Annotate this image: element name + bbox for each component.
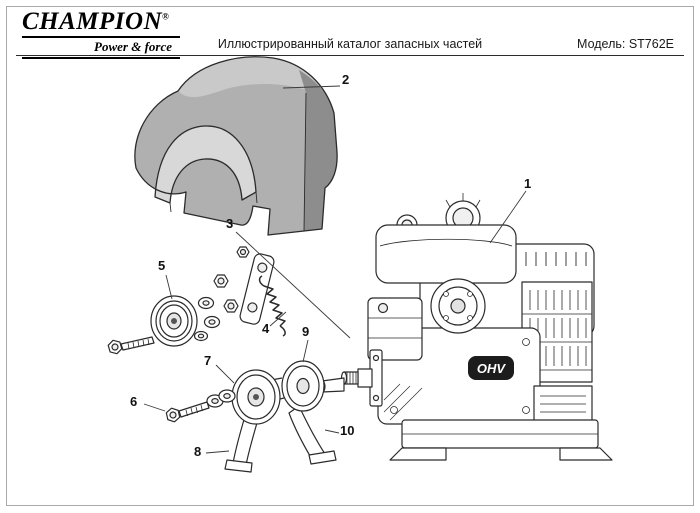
callout-10: 10 — [340, 423, 355, 438]
callout-7: 7 — [204, 353, 212, 368]
catalog-title: Иллюстрированный каталог запасных частей — [217, 37, 483, 51]
header-divider — [16, 55, 684, 56]
callout-5: 5 — [158, 258, 166, 273]
champion-logo: CHAMPION® Power & force — [22, 9, 180, 59]
drive-pulley-parts-drawing — [165, 360, 345, 473]
callout-leader-lines — [143, 85, 527, 454]
callout-8: 8 — [194, 444, 202, 459]
bracket-plate — [239, 253, 275, 325]
callout-2: 2 — [342, 72, 350, 87]
tensioner-parts-drawing — [107, 246, 286, 355]
brand-wordmark: CHAMPION® — [22, 9, 180, 38]
hex-bolt-head — [165, 407, 181, 423]
spring — [258, 275, 286, 337]
callout-6: 6 — [130, 394, 138, 409]
engine-drawing: OHV — [340, 193, 613, 461]
callout-9: 9 — [302, 324, 310, 339]
brand-tagline: Power & force — [22, 38, 180, 59]
model-label: Модель: ST762E — [577, 37, 674, 51]
callout-3: 3 — [226, 216, 234, 231]
registered-mark: ® — [162, 11, 170, 22]
belt-cover-drawing — [134, 56, 338, 236]
engine-badge-text: OHV — [477, 361, 507, 376]
callout-4: 4 — [262, 321, 270, 336]
callout-1: 1 — [524, 176, 532, 191]
hex-bolt-head — [107, 339, 123, 355]
brand-text: CHAMPION — [22, 8, 163, 35]
